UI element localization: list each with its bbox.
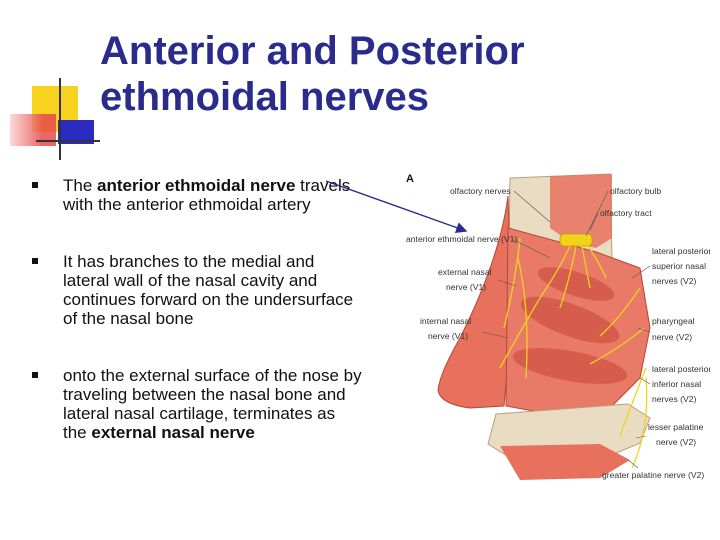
panel-letter: A — [406, 173, 414, 185]
bullet-marker — [32, 372, 38, 378]
bullet-bold-term: anterior ethmoidal nerve — [97, 176, 296, 195]
nerve-branches — [499, 237, 648, 469]
bullet-item: The anterior ethmoidal nerve travels wit… — [32, 176, 362, 214]
label-lat-post-inf-2: inferior nasal — [652, 379, 701, 389]
label-lat-post-inf-3: nerves (V2) — [652, 394, 697, 404]
oral-tissue — [500, 444, 630, 480]
nose-external — [437, 195, 513, 409]
label-internal-nasal-1: internal nasal — [420, 316, 471, 326]
bullet-item: It has branches to the medial and latera… — [32, 252, 362, 328]
title-line-2: ethmoidal nerves — [100, 75, 430, 119]
label-lesser-palatine-1: lesser palatine — [648, 422, 704, 432]
leader-lines — [481, 190, 651, 469]
label-lat-post-sup-3: nerves (V2) — [652, 276, 697, 286]
decor-horizontal-line — [36, 140, 100, 142]
label-lat-post-inf-1: lateral posterior — [652, 364, 710, 374]
title-line-1: Anterior and Posterior — [100, 29, 525, 73]
bullet-text-prefix: The — [63, 176, 98, 195]
label-olfactory-tract: olfactory tract — [600, 208, 652, 218]
bullet-text: onto the external surface of the nose by… — [63, 366, 362, 442]
bullet-bold-term: external nasal nerve — [91, 423, 255, 442]
nasal-anatomy-illustration: A olfactory nerves olfactory bulb olfact… — [406, 173, 710, 480]
upper-tissue — [550, 174, 612, 248]
superior-turbinate — [537, 267, 615, 301]
bullet-marker — [32, 258, 38, 264]
bullet-text: It has branches to the medial and latera… — [63, 252, 354, 328]
olfactory-bulb — [559, 233, 593, 247]
label-lat-post-sup-2: superior nasal — [652, 261, 706, 271]
label-anterior-ethmoidal: anterior ethmoidal nerve (V1) — [406, 234, 517, 244]
inferior-turbinate — [512, 348, 628, 384]
label-olfactory-bulb: olfactory bulb — [610, 186, 661, 196]
label-pharyngeal-1: pharyngeal — [652, 316, 695, 326]
label-lat-post-sup-1: lateral posterior — [652, 246, 710, 256]
bullet-marker — [32, 182, 38, 188]
middle-turbinate — [520, 296, 620, 344]
label-lesser-palatine-2: nerve (V2) — [656, 437, 696, 447]
nasal-anatomy-figure: A olfactory nerves olfactory bulb olfact… — [400, 168, 710, 490]
decor-vertical-line — [59, 78, 61, 160]
label-external-nasal-2: nerve (V1) — [446, 282, 486, 292]
bullet-list: The anterior ethmoidal nerve travels wit… — [32, 176, 362, 480]
slide-title: Anterior and Posterior ethmoidal nerves — [100, 28, 700, 120]
bullet-item: onto the external surface of the nose by… — [32, 366, 362, 442]
label-pharyngeal-2: nerve (V2) — [652, 332, 692, 342]
label-external-nasal-1: external nasal — [438, 267, 492, 277]
label-greater-palatine: greater palatine nerve (V2) — [602, 470, 704, 480]
label-internal-nasal-2: nerve (V1) — [428, 331, 468, 341]
label-olfactory-nerves: olfactory nerves — [450, 186, 511, 196]
